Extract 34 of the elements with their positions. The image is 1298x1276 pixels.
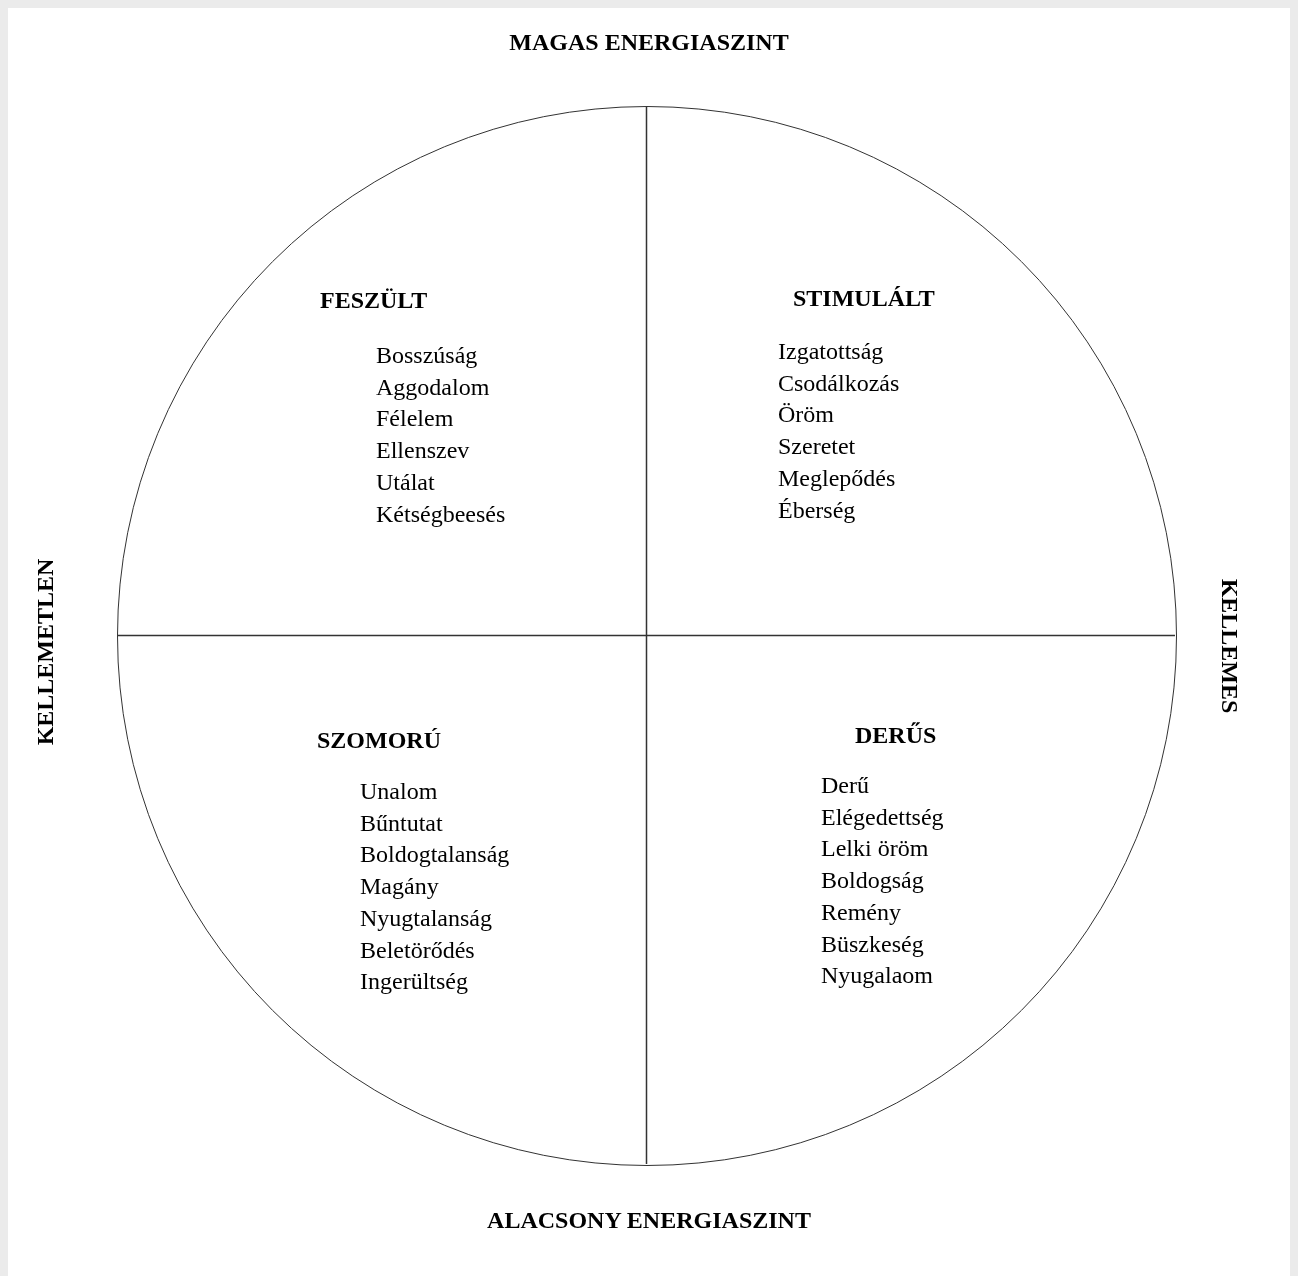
emotion-item: Öröm [778, 400, 834, 430]
emotion-item: Büszkeség [821, 929, 924, 959]
emotion-item: Boldogtalanság [360, 840, 510, 870]
axis-label: MAGAS ENERGIASZINT [509, 28, 789, 57]
emotion-item: Nyugtalanság [360, 903, 492, 933]
axis-label: KELLEMETLEN [31, 558, 59, 746]
emotion-item: Kétségbeesés [376, 499, 506, 529]
quadrant-heading: DERŰS [855, 721, 937, 750]
quadrant-heading: STIMULÁLT [793, 284, 935, 313]
emotion-item: Beletörődés [360, 935, 475, 965]
emotion-item: Magány [360, 872, 439, 902]
emotion-item: Lelki öröm [821, 834, 929, 864]
emotion-item: Remény [821, 897, 901, 927]
quadrant-heading: SZOMORÚ [317, 726, 441, 755]
emotion-item: Szeretet [778, 432, 856, 462]
emotion-item: Meglepődés [778, 463, 896, 493]
emotion-item: Derű [821, 771, 869, 800]
emotion-item: Félelem [376, 404, 454, 434]
emotion-item: Aggodalom [376, 372, 490, 402]
emotion-item: Ellenszev [376, 436, 470, 466]
emotion-item: Bűntutat [360, 808, 443, 838]
emotion-item: Nyugalaom [821, 961, 933, 991]
emotion-item: Utálat [376, 467, 435, 497]
emotion-item: Éberség [778, 495, 856, 525]
emotion-item: Csodálkozás [778, 368, 900, 398]
emotion-item: Bosszúság [376, 341, 478, 370]
emotion-item: Izgatottság [778, 337, 884, 366]
axis-label: ALACSONY ENERGIASZINT [487, 1206, 811, 1235]
emotion-item: Unalom [360, 777, 438, 806]
emotion-item: Ingerültség [360, 967, 468, 997]
emotion-item: Boldogság [821, 866, 924, 896]
axis-label: KELLEMES [1216, 578, 1244, 714]
quadrant-heading: FESZÜLT [320, 286, 428, 315]
emotion-item: Elégedettség [821, 802, 944, 832]
